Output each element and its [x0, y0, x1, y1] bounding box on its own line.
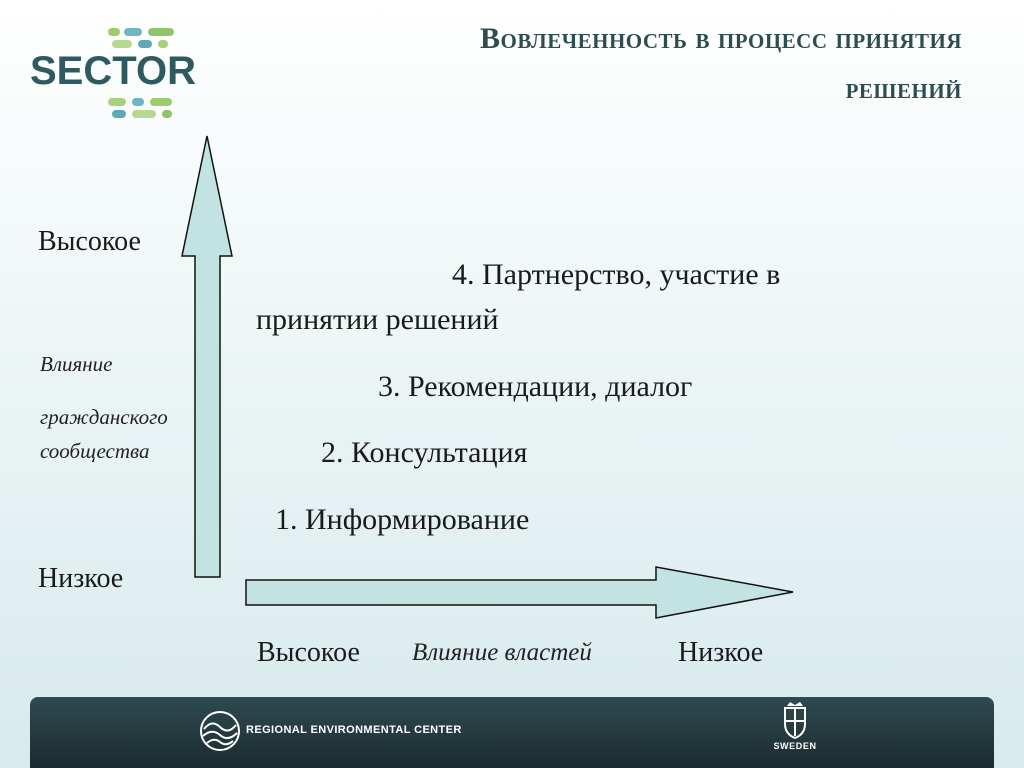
step-3: 3. Рекомендации, диалог [378, 370, 693, 403]
step-1: 1. Информирование [275, 503, 530, 536]
y-axis-title-line-3: сообщества [40, 439, 150, 463]
diagram-arrows [181, 135, 794, 619]
x-axis-title: Влияние властей [412, 639, 592, 666]
y-axis-high-label: Высокое [38, 226, 141, 257]
title-line-1: Вовлеченность в процесс принятия [480, 22, 962, 55]
y-axis-low-label: Низкое [38, 563, 124, 594]
sector-logo: SECTOR [28, 22, 208, 134]
y-axis-title-line-2: гражданского [40, 405, 168, 429]
x-axis-low-label: Низкое [678, 637, 764, 668]
horizontal-arrow [245, 566, 794, 619]
vertical-arrow [181, 135, 233, 578]
footer-country: SWEDEN [773, 741, 817, 751]
step-4-line-2: принятии решений [256, 303, 499, 336]
logo-text: SECTOR [30, 49, 196, 93]
sector-logo-graphic: SECTOR [30, 28, 196, 118]
y-axis-title-line-1: Влияние [40, 352, 113, 376]
footer-bar [30, 697, 994, 768]
step-2: 2. Консультация [321, 436, 528, 469]
x-axis-high-label: Высокое [257, 637, 360, 668]
page-title: Вовлеченность в процесс принятия решений [230, 14, 962, 114]
step-4-line-1: 4. Партнерство, участие в [452, 258, 781, 291]
footer-org-name: REGIONAL ENVIRONMENTAL CENTER [246, 724, 462, 736]
rec-globe-icon [200, 711, 240, 751]
swedish-crest-icon [784, 702, 806, 740]
title-line-2: решений [845, 72, 962, 105]
